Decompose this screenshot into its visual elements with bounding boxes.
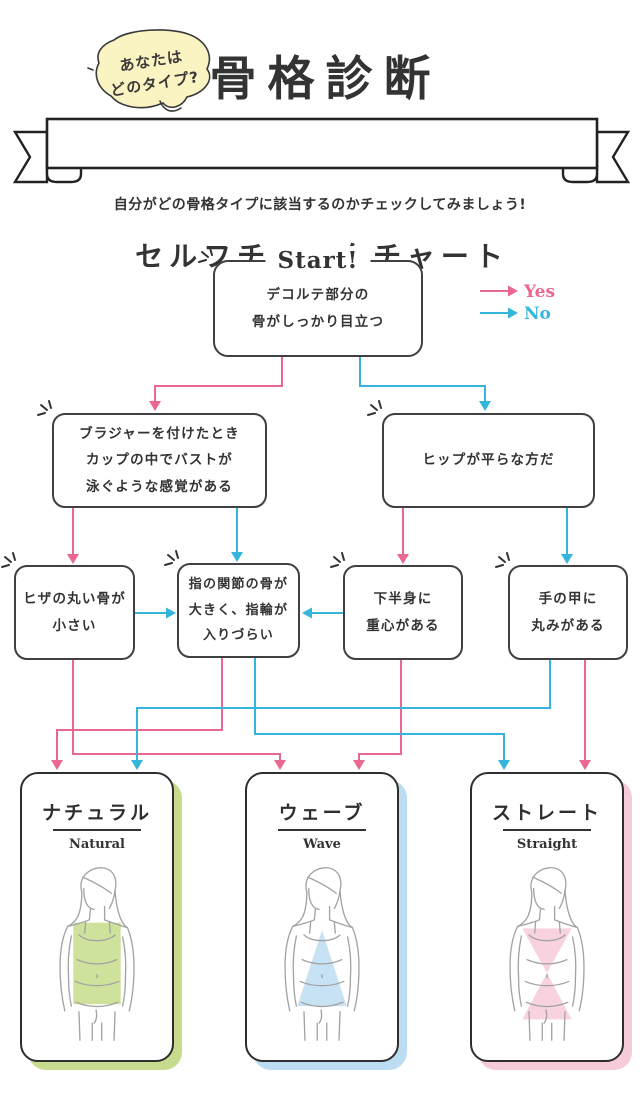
box-text-line: デコルテ部分の [266,287,370,304]
box-text-line: 下半身に [373,591,433,608]
result-card-straight: ストレート Straight [470,772,624,1062]
result-title-jp: ナチュラル [41,802,152,824]
box-text-line: カップの中でバストが [86,452,233,469]
question-knuckle: 指の関節の骨が 大きく、指輪が 入りづらい [177,563,300,658]
box-text-line: 手の甲に [538,591,598,608]
sparkle-icon [495,552,510,568]
question-lower-body: 下半身に 重心がある [343,565,463,660]
box-text-line: 指の関節の骨が [188,577,289,593]
question-start: Start! デコルテ部分の 骨がしっかり目立つ [213,246,423,357]
result-card-natural: ナチュラル Natural [20,772,174,1062]
question-bra-cup: ブラジャーを付けたとき カップの中でバストが 泳ぐような感覚がある [52,413,267,508]
question-flat-hip: ヒップが平らな方だ [382,413,595,508]
sparkle-icons [1,247,510,568]
yes-arrowheads [51,285,591,770]
result-title-jp: ストレート [491,802,602,824]
natural-body-figure [59,867,135,1041]
box-text-line: ヒップが平らな方だ [422,452,555,469]
title-underline [278,829,366,831]
sparkle-icon [367,400,382,416]
wave-body-figure [284,867,360,1041]
no-connector-lines [135,312,568,760]
sparkle-icon [198,247,213,263]
subtitle: 自分がどの骨格タイプに該当するのかチェックしてみましょう! [113,197,527,213]
legend-no-label: No [524,304,551,324]
no-arrowheads [131,307,573,770]
box-text-line: 重心がある [366,617,440,634]
box-text-line: 泳ぐような感覚がある [86,478,233,495]
sparkle-icon [1,552,16,568]
sparkle-icon [164,550,179,566]
sparkle-icon [37,400,52,416]
yes-connector-lines [56,290,586,760]
question-knee-bone: ヒザの丸い骨が 小さい [14,565,135,660]
triangle-overlay [297,930,347,1007]
box-text-line: 大きく、指輪が [188,602,289,618]
box-text-line: ブラジャーを付けたとき [79,426,240,443]
result-card-wave: ウェーブ Wave [245,772,399,1062]
page-title: 骨格診断 [209,52,442,107]
question-hand-back: 手の甲に 丸みがある [508,565,628,660]
box-text-line: 骨がしっかり目立つ [251,313,385,330]
start-badge: Start! [265,246,371,276]
result-title-en: Wave [303,837,341,852]
result-title-en: Natural [69,837,125,852]
speech-bubble: あなたは どのタイプ? [84,26,220,122]
straight-body-figure [509,867,585,1041]
box-text-line: ヒザの丸い骨が [23,591,126,608]
result-title-en: Straight [516,837,578,852]
box-text-line: 入りづらい [202,628,274,644]
legend-yes-label: Yes [524,282,556,302]
box-text-line: 小さい [52,617,97,634]
box-text-line: 丸みがある [531,617,605,634]
hourglass-overlay [522,972,572,1020]
title-underline [53,829,141,831]
title-underline [503,829,591,831]
result-title-jp: ウェーブ [278,802,366,824]
sparkle-icon [330,552,345,568]
speech-bubble-shape [87,29,211,112]
hourglass-overlay [522,928,572,973]
ribbon-shape [12,117,631,184]
